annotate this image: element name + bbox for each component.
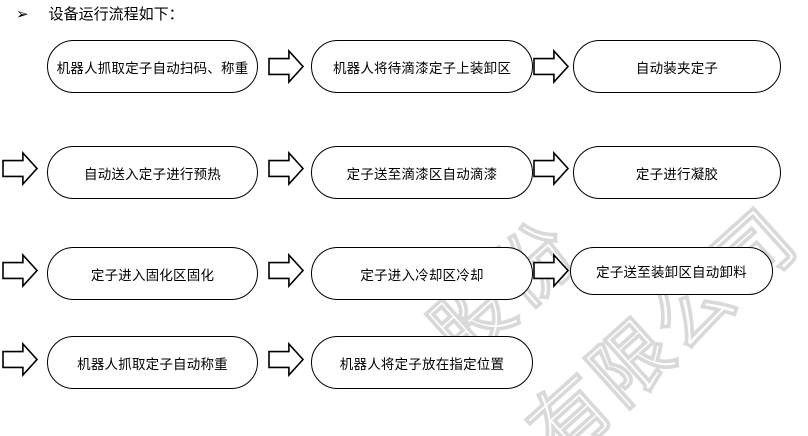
process-node-label: 定子送至滴漆区自动滴漆 xyxy=(346,166,498,183)
arrowhead-bullet-icon: ➢ xyxy=(16,5,29,23)
process-node-step-9[interactable]: 定子送至装卸区自动卸料 xyxy=(570,247,773,295)
process-node-step-11[interactable]: 机器人将定子放在指定位置 xyxy=(311,336,533,389)
process-node-step-5[interactable]: 定子送至滴漆区自动滴漆 xyxy=(311,146,533,199)
process-node-label: 机器人将待滴漆定子上装卸区 xyxy=(332,60,512,77)
arrow-right-block-icon-arrow-8 xyxy=(533,252,570,289)
process-node-step-6[interactable]: 定子进行凝胶 xyxy=(573,146,781,199)
process-node-step-8[interactable]: 定子进入冷却区冷却 xyxy=(311,247,533,300)
arrow-right-block-icon-arrow-4 xyxy=(268,150,305,187)
process-node-label: 定子进入冷却区冷却 xyxy=(360,267,484,284)
process-node-step-1[interactable]: 机器人抓取定子自动扫码、称重 xyxy=(47,40,258,93)
arrow-right-block-icon-arrow-2 xyxy=(533,48,570,85)
process-node-step-10[interactable]: 机器人抓取定子自动称重 xyxy=(47,336,258,389)
arrow-right-block-icon-arrow-10 xyxy=(268,341,305,378)
arrow-right-block-icon-arrow-1 xyxy=(268,48,305,85)
process-node-label: 自动送入定子进行预热 xyxy=(84,166,221,183)
arrow-right-block-icon-arrow-9 xyxy=(2,341,39,378)
process-node-step-4[interactable]: 自动送入定子进行预热 xyxy=(47,146,258,199)
process-node-label: 机器人抓取定子自动称重 xyxy=(77,356,228,373)
process-node-label: 机器人抓取定子自动扫码、称重 xyxy=(56,60,249,77)
process-node-step-7[interactable]: 定子进入固化区固化 xyxy=(47,247,258,300)
arrow-right-block-icon-arrow-5 xyxy=(533,150,570,187)
process-node-label: 定子进行凝胶 xyxy=(635,166,719,183)
page-heading: ➢ 设备运行流程如下： xyxy=(16,2,184,26)
arrow-right-block-icon-arrow-7 xyxy=(268,252,305,289)
process-node-label: 机器人将定子放在指定位置 xyxy=(339,356,505,373)
process-node-step-3[interactable]: 自动装夹定子 xyxy=(573,40,781,93)
arrow-right-block-icon-arrow-3 xyxy=(2,150,39,187)
process-node-step-2[interactable]: 机器人将待滴漆定子上装卸区 xyxy=(311,40,533,93)
process-node-label: 自动装夹定子 xyxy=(635,60,719,77)
process-node-label: 定子送至装卸区自动卸料 xyxy=(596,265,747,281)
page-title: 设备运行流程如下： xyxy=(48,5,184,23)
process-node-label: 定子进入固化区固化 xyxy=(90,267,215,284)
arrow-right-block-icon-arrow-6 xyxy=(2,252,39,289)
